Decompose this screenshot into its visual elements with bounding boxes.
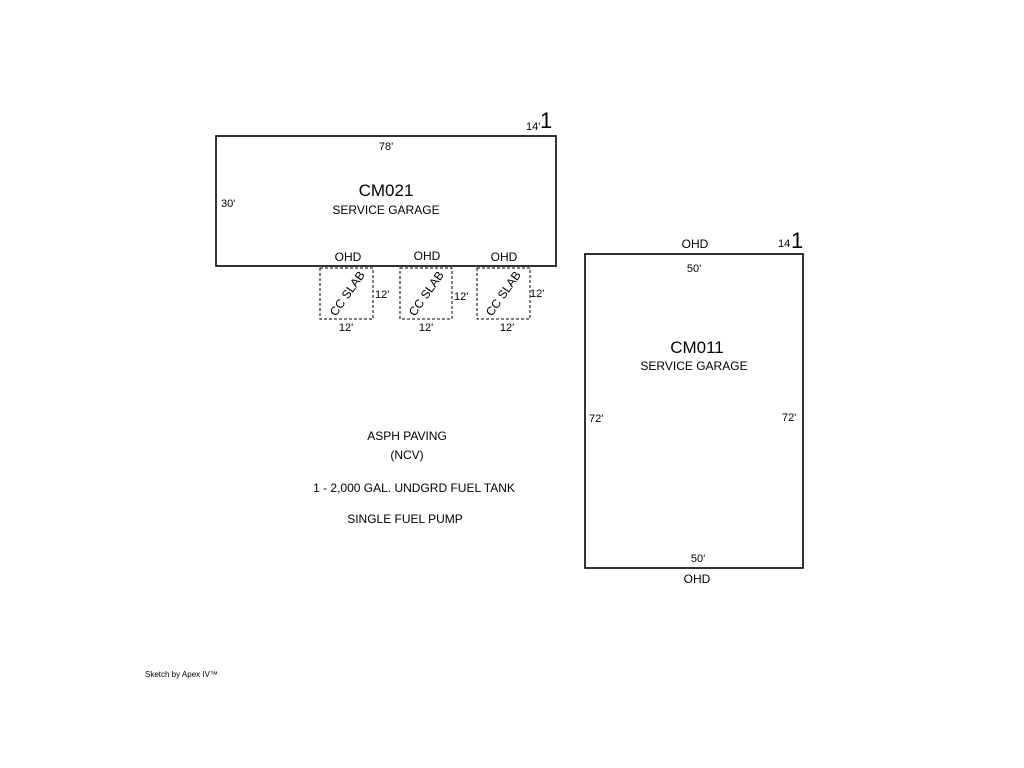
building-cm021: 78' 30' CM021 SERVICE GARAGE 14' 1 OHD O… <box>215 108 557 267</box>
building-cm021-height-dim: 14' <box>526 121 540 133</box>
slab-outline <box>319 267 374 320</box>
sketch-credit: Sketch by Apex IV™ <box>145 670 218 679</box>
building-cm011: OHD 50' 14 1 CM011 SERVICE GARAGE 72' 72… <box>584 228 804 586</box>
slab-side-dim: 12' <box>454 291 468 303</box>
building-cm021-stories: 1 <box>540 108 552 133</box>
building-cm021-outline <box>215 135 557 267</box>
building-cm021-use: SERVICE GARAGE <box>332 203 439 217</box>
door-label-ohd: OHD <box>491 250 518 264</box>
door-label-ohd: OHD <box>414 249 441 263</box>
slab-label: CC SLAB <box>406 268 447 318</box>
note-paving: ASPH PAVING <box>367 429 447 443</box>
slab-3: CC SLAB 12' 12' <box>476 267 544 334</box>
slab-bottom-dim: 12' <box>339 322 353 334</box>
slab-bottom-dim: 12' <box>500 322 514 334</box>
building-cm011-left-dim: 72' <box>589 413 603 425</box>
building-cm021-code: CM021 <box>359 181 414 200</box>
building-cm011-top-door-label: OHD <box>682 237 709 251</box>
slab-label: CC SLAB <box>327 268 368 318</box>
slab-2: CC SLAB 12' 12' <box>399 267 468 334</box>
building-cm011-right-dim: 72' <box>782 412 796 424</box>
note-paving-sub: (NCV) <box>390 448 423 462</box>
slab-side-dim: 12' <box>375 289 389 301</box>
building-cm021-top-dim: 78' <box>379 141 393 153</box>
slab-label: CC SLAB <box>483 268 524 318</box>
slab-outline <box>476 267 531 320</box>
building-cm011-use: SERVICE GARAGE <box>640 359 747 373</box>
slab-outline <box>399 267 453 320</box>
site-notes: ASPH PAVING (NCV) 1 - 2,000 GAL. UNDGRD … <box>313 429 515 526</box>
building-cm011-bottom-door-label: OHD <box>684 572 711 586</box>
note-fuel-pump: SINGLE FUEL PUMP <box>347 512 463 526</box>
door-label-ohd: OHD <box>335 250 362 264</box>
building-cm011-height-dim: 14 <box>778 238 790 250</box>
slab-1: CC SLAB 12' 12' <box>319 267 389 334</box>
building-cm011-code: CM011 <box>670 338 724 357</box>
building-cm021-side-dim: 30' <box>221 198 235 210</box>
building-cm011-bottom-dim: 50' <box>691 553 705 565</box>
building-cm011-stories: 1 <box>791 228 803 253</box>
slab-bottom-dim: 12' <box>419 322 433 334</box>
slab-side-dim: 12' <box>530 288 544 300</box>
note-fuel-tank: 1 - 2,000 GAL. UNDGRD FUEL TANK <box>313 481 515 495</box>
building-cm011-top-dim: 50' <box>687 263 701 275</box>
building-cm011-outline <box>584 253 804 569</box>
